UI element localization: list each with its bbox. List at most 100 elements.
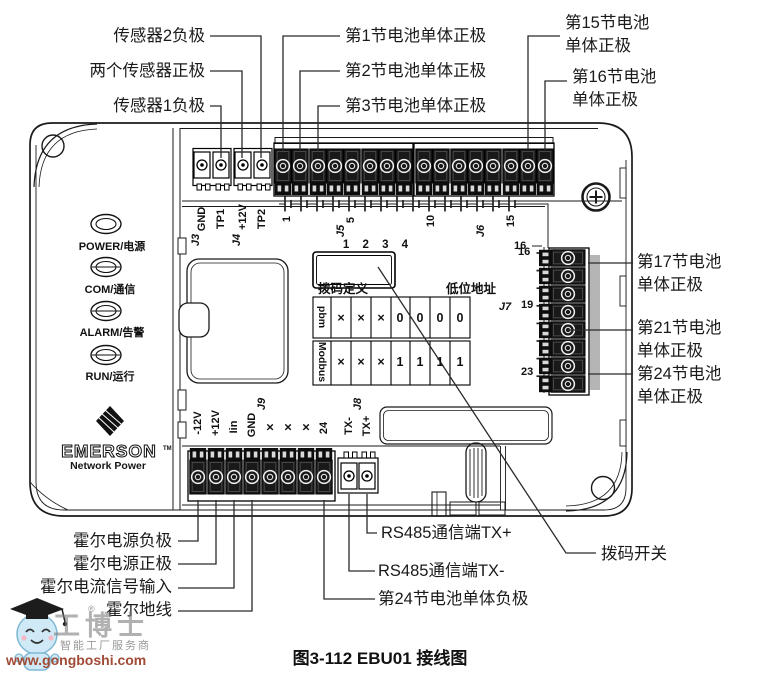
dip-row-label-modbus: Modbus <box>316 341 328 383</box>
callout-cell1-pos: 第1节电池单体正极 <box>345 27 487 45</box>
bottom-details <box>379 406 553 517</box>
figure-caption: 图3-112 EBU01 接线图 <box>292 649 468 668</box>
connector-label-j6: J6 <box>475 224 487 238</box>
connector-label-j5: J5 <box>335 224 347 238</box>
pin-label-nc: × <box>284 419 292 435</box>
leader-sensors-pos <box>210 70 243 158</box>
dip-cell: 0 <box>416 311 424 325</box>
callout-cell3-pos: 第3节电池单体正极 <box>345 97 487 115</box>
callout-hall-pwr-pos: 霍尔电源正极 <box>73 555 172 573</box>
dip-cell: 1 <box>396 355 404 369</box>
leader-rs485-txn <box>348 494 375 572</box>
dip-table <box>312 296 471 386</box>
dip-cell: × <box>337 355 345 369</box>
callout-sensor1-neg: 传感器1负极 <box>113 97 205 115</box>
leader-sensor1-neg <box>210 105 222 158</box>
callout-cell2-pos: 第2节电池单体正极 <box>345 62 487 80</box>
pin-label-tp2: TP2 <box>256 208 268 230</box>
leader-cell15 <box>527 35 560 150</box>
right-tick-19: 19 <box>521 299 534 311</box>
dip-cell: 1 <box>436 355 444 369</box>
pin-label-txn: TX- <box>343 417 355 435</box>
alarm-led-label: ALARM/告警 <box>79 327 145 339</box>
dip-cell: 1 <box>456 355 464 369</box>
leader-cell1 <box>282 35 340 150</box>
callout-cell15-pos: 第15节电池单体正极 <box>565 14 650 55</box>
dip-cell: × <box>357 355 365 369</box>
leader-hall-gnd <box>178 500 253 612</box>
power-led-icon <box>90 213 122 235</box>
relay-outline <box>178 258 289 384</box>
dip-cell: × <box>377 311 385 325</box>
dip-switch-numbers: 1 2 3 4 <box>342 239 414 251</box>
leader-rs485-txp <box>366 494 377 534</box>
dip-cell: 0 <box>456 311 464 325</box>
right-tick-23: 23 <box>521 366 534 378</box>
connector-label-j3: J3 <box>190 233 202 247</box>
leader-cell24-neg <box>323 500 375 600</box>
brand-sub: Network Power <box>70 460 146 472</box>
leader-hall-signal <box>178 500 235 589</box>
com-led-label: COM/通信 <box>84 284 136 296</box>
brand-name: EMERSON <box>61 441 156 461</box>
alarm-led-icon <box>90 300 122 322</box>
dip-cell: × <box>377 355 385 369</box>
leader-dip-switch <box>377 266 596 554</box>
dip-def-header: 拨码定义 <box>318 282 369 296</box>
leader-cell2 <box>299 70 340 150</box>
connector-label-j7: J7 <box>498 301 512 313</box>
leader-hall-pwr-neg <box>178 500 199 542</box>
callout-hall-pwr-neg: 霍尔电源负极 <box>73 532 172 550</box>
pin-label-pos12v: +12V <box>210 410 222 436</box>
callout-sensors-pos: 两个传感器正极 <box>89 62 206 80</box>
callout-rs485-txn: RS485通信端TX- <box>378 562 505 580</box>
scale-tick-10: 10 <box>425 214 437 228</box>
pin-label-24: 24 <box>318 421 330 435</box>
dip-row-label-pbm: pbm <box>316 305 328 329</box>
pin-label-iin: Iin <box>228 420 240 434</box>
connector-label-j4: J4 <box>231 233 243 247</box>
leader-cell3 <box>317 105 340 150</box>
pin-label-nc: × <box>302 419 310 435</box>
terminal-strip-j7 <box>538 247 600 396</box>
battery-scale <box>278 195 549 248</box>
leader-hall-pwr-pos <box>178 500 217 565</box>
run-led-icon <box>90 344 122 366</box>
dip-cell: × <box>337 311 345 325</box>
terminal-strip-top <box>273 137 555 197</box>
terminal-strip-j9 <box>187 447 336 502</box>
leader-lines <box>178 35 633 612</box>
callout-hall-signal: 霍尔电流信号输入 <box>40 578 172 596</box>
led-icons <box>90 213 122 366</box>
connector-label-j8: J8 <box>352 397 364 411</box>
dip-cell: 0 <box>436 311 444 325</box>
callout-sensor2-neg: 传感器2负极 <box>113 27 205 45</box>
callout-cell24-pos: 第24节电池单体正极 <box>637 365 722 406</box>
scale-tick-5: 5 <box>345 216 357 224</box>
brand-tm: TM <box>163 446 172 452</box>
callout-cell16-pos: 第16节电池单体正极 <box>572 68 657 109</box>
callout-cell21-pos: 第21节电池单体正极 <box>637 319 722 360</box>
pin-label-neg12v: -12V <box>192 411 204 435</box>
callout-dip-switch: 拨码开关 <box>601 545 667 563</box>
leader-cell16 <box>544 80 567 150</box>
dip-cell: 1 <box>416 355 424 369</box>
scale-tick-1: 1 <box>281 215 293 223</box>
power-led-label: POWER/电源 <box>78 241 146 253</box>
callout-rs485-txp: RS485通信端TX+ <box>381 524 512 542</box>
emerson-logo: EMERSON TM Network Power <box>61 406 172 472</box>
connector-j3 <box>192 147 232 191</box>
right-tick-16: 16 <box>518 246 531 258</box>
pin-label-gnd: GND <box>196 206 208 232</box>
callout-hall-gnd: 霍尔地线 <box>106 601 172 619</box>
pin-label-gnd2: GND <box>246 412 258 438</box>
callout-cell17-pos: 第17节电池单体正极 <box>637 253 722 294</box>
connector-label-j9: J9 <box>256 397 268 411</box>
com-led-icon <box>90 256 122 278</box>
connector-j8 <box>337 451 379 494</box>
pin-label-txp: TX+ <box>361 415 373 437</box>
dip-addr-header: 低位地址 <box>446 282 497 296</box>
pin-label-tp1: TP1 <box>215 208 227 230</box>
